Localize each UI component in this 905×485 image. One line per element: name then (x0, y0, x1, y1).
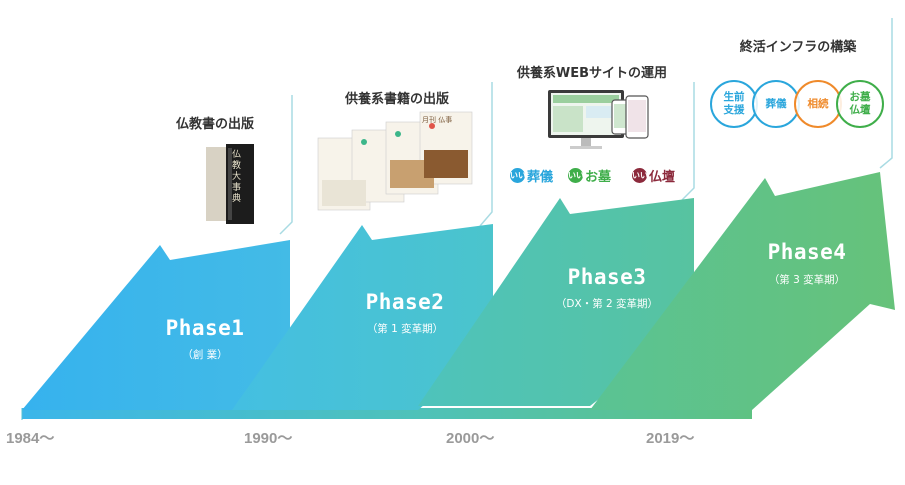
phase1-subtitle: （創 業） (182, 349, 228, 361)
circle-inheritance-label: 相続 (807, 97, 829, 110)
year-1990: 1990〜 (244, 430, 293, 447)
phase3-subtitle: （DX・第 2 変革期） (555, 298, 659, 310)
brand-grave-badge: いい (568, 167, 584, 183)
heading-buddhist-books: 仏教書の出版 (175, 117, 254, 132)
circle-funeral: 葬儀 (752, 80, 800, 128)
brand-funeral-label: 葬儀 (527, 169, 554, 185)
circle-grave-altar: お墓 仏壇 (836, 80, 884, 128)
circle-pre-life-support-label: 生前 支援 (723, 91, 745, 116)
phase1-arrow (22, 240, 290, 410)
circle-grave-altar-label: お墓 仏壇 (849, 91, 871, 116)
brand-altar-badge: いい (632, 167, 648, 183)
year-2000: 2000〜 (446, 430, 495, 447)
heading-memorial-websites: 供養系WEBサイトの運用 (516, 66, 668, 81)
book-spine-label: 仏教大事典 (232, 150, 242, 204)
brand-funeral-badge: いい (510, 167, 526, 183)
website-devices-image (548, 90, 649, 149)
phase3-title: Phase3 (567, 265, 647, 289)
phase4-arrow (590, 172, 895, 410)
phase4-title: Phase4 (767, 240, 847, 264)
timeline-baseline (22, 408, 752, 419)
phase2-title: Phase2 (365, 290, 445, 314)
frame-line-4 (879, 18, 893, 169)
phase4-subtitle: （第 3 変革期） (768, 274, 846, 286)
circle-inheritance: 相続 (794, 80, 842, 128)
year-2019: 2019〜 (646, 430, 695, 447)
phase1-title: Phase1 (165, 316, 245, 340)
circle-funeral-label: 葬儀 (765, 97, 787, 110)
magazines-image (317, 111, 473, 211)
frame-line-1 (279, 95, 293, 235)
brand-altar-label: 仏壇 (649, 169, 676, 185)
heading-end-of-life-infra: 終活インフラの構築 (739, 40, 857, 55)
brand-funeral[interactable]: いい 葬儀 (510, 166, 554, 185)
brand-grave-label: お墓 (585, 169, 612, 185)
year-1984: 1984〜 (6, 430, 55, 447)
brand-altar[interactable]: いい 仏壇 (632, 166, 676, 185)
book-image (206, 144, 254, 224)
phase3-arrow (418, 198, 694, 406)
phase2-subtitle: （第 1 変革期） (366, 323, 444, 335)
circle-pre-life-support: 生前 支援 (710, 80, 758, 128)
phase2-arrow (232, 224, 493, 410)
brand-grave[interactable]: いい お墓 (568, 166, 612, 185)
magazine-title: 月刊 仏事 (422, 116, 453, 124)
heading-memorial-books: 供養系書籍の出版 (344, 92, 449, 107)
frame-line-2 (479, 82, 493, 227)
frame-line-3 (681, 82, 695, 201)
